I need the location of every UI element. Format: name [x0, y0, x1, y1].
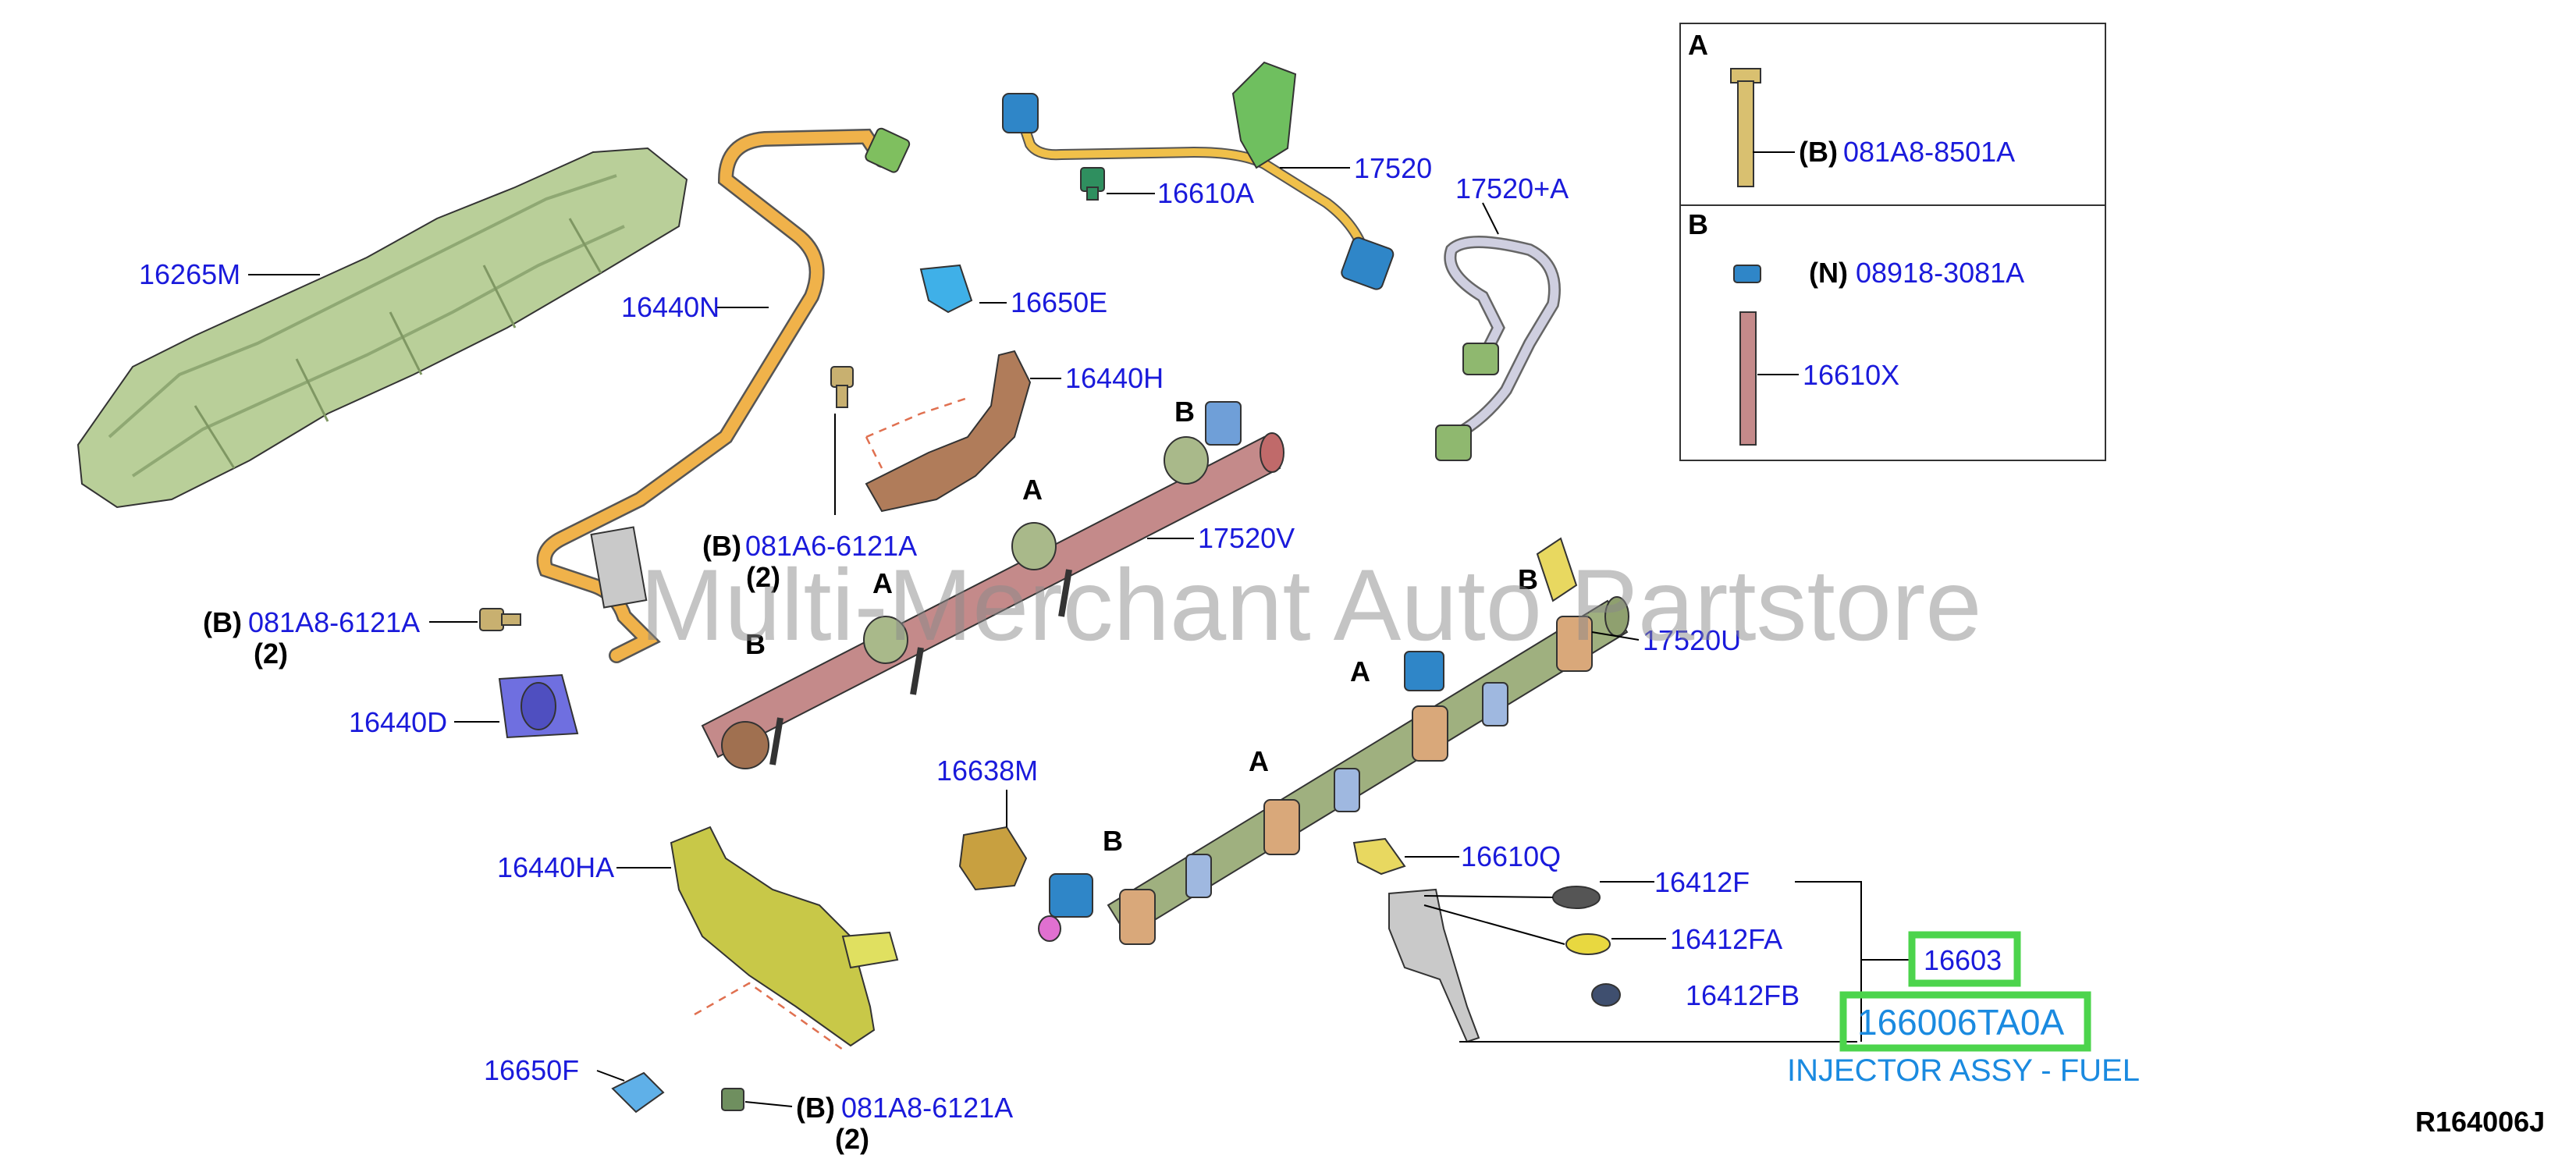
label-16650e[interactable]: 16650E	[1011, 286, 1107, 318]
marker-a-rail-lower-mid: A	[1249, 745, 1269, 777]
fuel-tube-upper-icon	[1002, 61, 1395, 290]
marker-b-rail-lower-right: B	[1518, 563, 1538, 595]
watermark: Multi-Merchant Auto Partstore	[640, 548, 1982, 662]
label-16440n[interactable]: 16440N	[621, 291, 720, 323]
label-08918-3081a[interactable]: 08918-3081A	[1856, 257, 2024, 289]
highlight-box-166006ta0a	[1839, 991, 2091, 1052]
bolt-16610a-icon	[1080, 167, 1105, 201]
injector-icon	[1388, 888, 1480, 1043]
label-16412fa[interactable]: 16412FA	[1670, 923, 1782, 955]
label-16412f[interactable]: 16412F	[1654, 866, 1750, 898]
o-ring-16412fb-icon	[1591, 983, 1621, 1007]
clip-16610q-icon	[1352, 837, 1406, 876]
sensor-16638m-icon	[958, 826, 1028, 891]
label-16603[interactable]: 16603	[1924, 944, 2002, 976]
clip-16650f-icon	[611, 1071, 665, 1114]
highlight-box-16603	[1908, 931, 2021, 987]
fuel-tube-loop-icon	[1435, 236, 1561, 461]
fuel-tube-icon	[536, 127, 911, 663]
bolt-081a8-left-icon	[479, 608, 521, 631]
fuel-rail-upper-icon	[701, 401, 1284, 769]
marker-b-rail-lower-left: B	[1103, 825, 1123, 857]
fuel-rail-lower-icon	[1038, 537, 1629, 945]
label-16650f[interactable]: 16650F	[484, 1054, 579, 1086]
o-ring-16412fa-icon	[1565, 933, 1611, 955]
detail-letter-b: B	[1688, 208, 1708, 240]
label-16638m[interactable]: 16638M	[936, 755, 1038, 787]
prefix-n-08918: (N)	[1809, 257, 1848, 289]
label-16440d[interactable]: 16440D	[349, 706, 447, 738]
bracket-16440h-icon	[865, 350, 1032, 513]
marker-b-rail-upper-right: B	[1174, 396, 1195, 428]
marker-a-rail-upper-mid: A	[1022, 474, 1043, 506]
bracket-16440ha-icon	[670, 826, 899, 1047]
nut-08918-icon	[1733, 265, 1761, 283]
label-081a8-6121a-left[interactable]: 081A8-6121A	[248, 606, 420, 638]
heat-shield-icon	[76, 147, 688, 509]
clip-16650e-icon	[919, 264, 973, 314]
label-17520[interactable]: 17520	[1354, 152, 1432, 184]
qty-081a8-left: (2)	[254, 638, 288, 670]
prefix-b-081a8-8501a: (B)	[1799, 136, 1838, 168]
label-injector-assy-fuel: INJECTOR ASSY - FUEL	[1787, 1053, 2140, 1088]
label-16412fb[interactable]: 16412FB	[1686, 979, 1800, 1011]
marker-a-rail-upper-left: A	[872, 567, 893, 599]
detail-box	[1679, 23, 2106, 461]
label-16440h[interactable]: 16440H	[1065, 362, 1164, 394]
marker-b-rail-upper-left: B	[745, 628, 766, 660]
prefix-b-081a6: (B)	[702, 530, 741, 562]
grommet-16440d-icon	[498, 673, 579, 739]
prefix-b-081a8-bottom: (B)	[796, 1092, 835, 1124]
detail-letter-a: A	[1688, 29, 1708, 61]
bolt-081a6-icon	[830, 366, 854, 408]
label-081a8-8501a[interactable]: 081A8-8501A	[1843, 136, 2015, 168]
stud-16610x-icon	[1739, 311, 1757, 446]
label-16610x[interactable]: 16610X	[1803, 359, 1899, 391]
label-17520v[interactable]: 17520V	[1198, 522, 1295, 554]
label-16610q[interactable]: 16610Q	[1461, 840, 1561, 872]
label-16440ha[interactable]: 16440HA	[497, 851, 614, 883]
label-16265m[interactable]: 16265M	[139, 258, 240, 290]
label-17520u[interactable]: 17520U	[1643, 624, 1741, 656]
qty-081a6: (2)	[746, 561, 780, 593]
marker-a-rail-lower-right: A	[1350, 655, 1370, 687]
label-081a8-6121a-bottom[interactable]: 081A8-6121A	[841, 1092, 1013, 1124]
label-17520-a[interactable]: 17520+A	[1455, 172, 1569, 204]
bolt-081a8-bottom-icon	[721, 1088, 744, 1111]
label-166006ta0a[interactable]: 166006TA0A	[1857, 1002, 2064, 1043]
diagram-reference-code: R164006J	[2415, 1106, 2545, 1138]
bolt-081a8-8501a-icon	[1730, 68, 1761, 187]
o-ring-16412f-icon	[1552, 886, 1601, 909]
prefix-b-081a8-left: (B)	[203, 606, 242, 638]
label-081a6-6121a[interactable]: 081A6-6121A	[745, 530, 917, 562]
label-16610a[interactable]: 16610A	[1157, 177, 1254, 209]
qty-081a8-bottom: (2)	[835, 1123, 869, 1155]
